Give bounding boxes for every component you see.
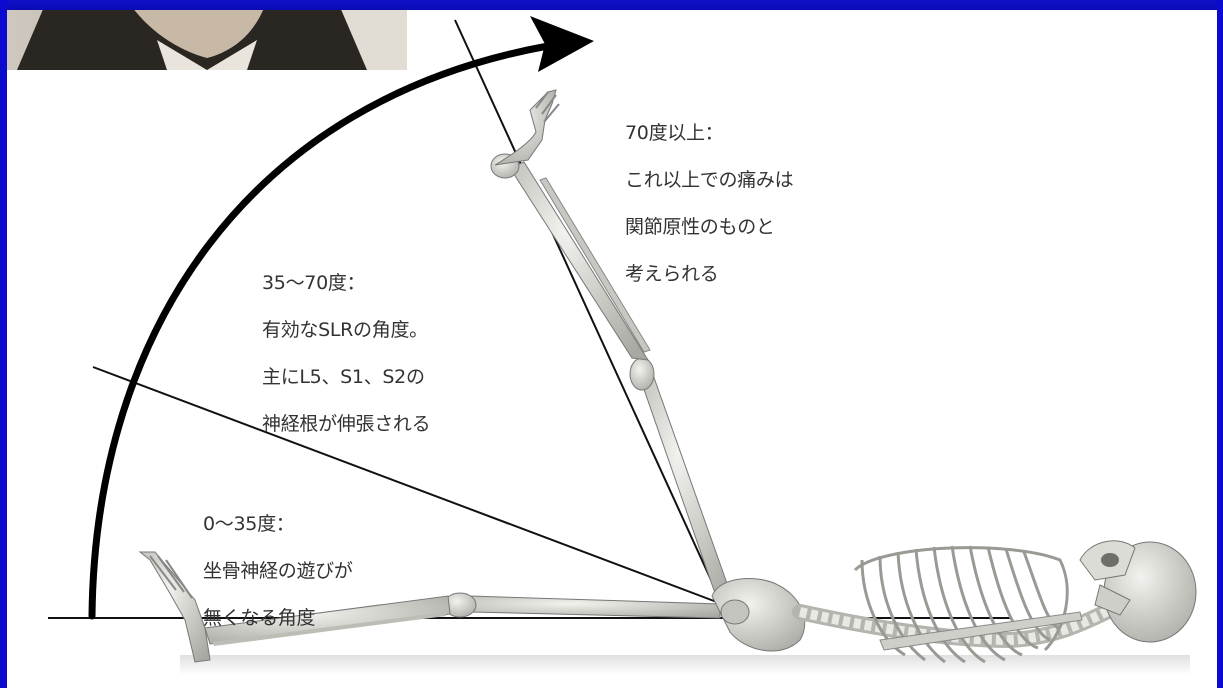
annotation-70-plus-line-2: 関節原性のものと [625, 215, 775, 238]
frame-top-bar [0, 0, 1223, 10]
frame-right-bar [1217, 0, 1223, 688]
annotation-35-70-line-1: 有効なSLRの角度。 [262, 318, 428, 341]
arm-bone-skeleton [879, 611, 1083, 651]
angle-70deg-line [454, 19, 723, 605]
annotation-35-70-line-3: 神経根が伸張される [262, 412, 431, 435]
frame-left-bar [0, 0, 7, 688]
annotation-0-35: 0〜35度： 坐骨神経の遊びが 無くなる角度 [203, 489, 353, 654]
pelvis-skeleton [711, 578, 806, 652]
angle-35deg-line [92, 366, 723, 605]
portrait-photo [7, 0, 407, 70]
annotation-35-70-line-2: 主にL5、S1、S2の [262, 365, 425, 388]
annotation-0-35-heading: 0〜35度： [203, 512, 295, 535]
skull-skeleton [1079, 540, 1197, 643]
arrow-head-icon [530, 16, 594, 72]
floor-shadow [180, 655, 1190, 675]
annotation-35-70: 35〜70度： 有効なSLRの角度。 主にL5、S1、S2の 神経根が伸張される [262, 248, 431, 460]
annotation-0-35-line-2: 無くなる角度 [203, 606, 316, 629]
annotation-0-35-line-1: 坐骨神経の遊びが [203, 559, 353, 582]
annotation-35-70-heading: 35〜70度： [262, 271, 366, 294]
annotation-70-plus-line-1: これ以上での痛みは [625, 168, 794, 191]
raised-leg-skeleton [490, 89, 736, 608]
spine-skeleton [792, 602, 1118, 649]
annotation-70-plus: 70度以上： これ以上での痛みは 関節原性のものと 考えられる [625, 98, 794, 310]
portrait-photo-image [7, 0, 407, 70]
annotation-70-plus-heading: 70度以上： [625, 121, 724, 144]
lower-leg-skeleton [138, 551, 721, 663]
arc-arrow [88, 42, 552, 620]
annotation-70-plus-line-3: 考えられる [625, 262, 719, 285]
